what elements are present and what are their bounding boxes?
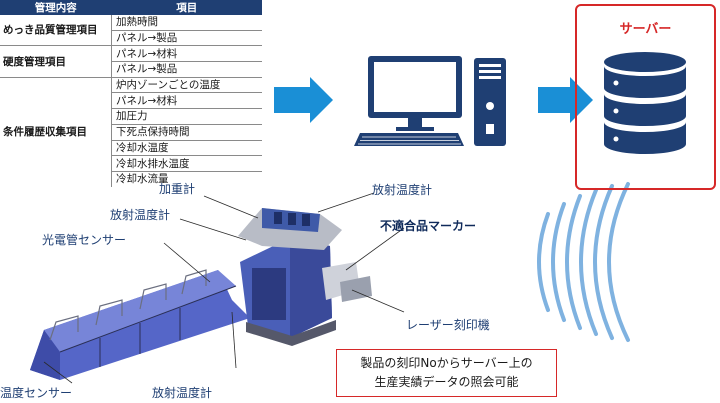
database-icon: [604, 52, 686, 154]
table-cell: 冷却水排水温度: [111, 155, 262, 172]
table-cell: パネル→材料: [111, 92, 262, 110]
server-title: サーバー: [619, 22, 672, 37]
table-cell: パネル→材料: [111, 45, 262, 63]
table-cell: 下死点保持時間: [111, 124, 262, 141]
header-category: 管理内容: [0, 0, 112, 15]
arrow-right-icon: [538, 77, 593, 123]
table-row: パネル→材料: [0, 92, 262, 110]
leader-line: [43, 361, 73, 384]
label-radiation-thermometer-right: 放射温度計: [372, 183, 433, 197]
label-photoelectric-sensor: 光電管センサー: [42, 233, 127, 247]
label-load-meter: 加重計: [159, 182, 196, 196]
leader-line: [317, 192, 375, 213]
table-row: 冷却水流量: [0, 171, 262, 186]
table-header-row: 管理内容 項目: [0, 0, 262, 15]
arrow-right-icon: [274, 77, 333, 123]
leader-line: [231, 311, 237, 369]
leader-line: [203, 195, 259, 219]
table-row: 冷却水排水温度: [0, 155, 262, 172]
table-row: 加圧力: [0, 108, 262, 125]
group-hardness: 硬度管理項目: [0, 45, 112, 78]
table-cell: 加熱時間: [111, 15, 262, 31]
leader-line: [345, 227, 405, 271]
wireless-signal-icon: [537, 182, 630, 342]
note-box: 製品の刻印Noからサーバー上の 生産実績データの照会可能: [336, 349, 557, 397]
label-radiation-thermometer-left: 放射温度計: [110, 208, 171, 222]
leader-line: [351, 289, 405, 313]
label-laser-marker: レーザー刻印機: [406, 318, 490, 332]
label-defect-marker: 不適合品マーカー: [380, 219, 477, 233]
note-line-2: 生産実績データの照会可能: [374, 375, 519, 389]
computer-icon: [354, 56, 506, 146]
table-row: パネル→製品: [0, 61, 262, 78]
leader-line: [163, 242, 211, 283]
label-radiation-thermometer-bottom: 放射温度計: [152, 386, 213, 400]
table-row: めっき品質管理項目 加熱時間: [0, 15, 262, 47]
note-line-1: 製品の刻印Noからサーバー上の: [360, 356, 533, 370]
table-row: 下死点保持時間: [0, 124, 262, 141]
group-plating-quality: めっき品質管理項目: [0, 15, 112, 47]
label-temperature-sensor: 温度センサー: [0, 386, 73, 400]
table-row: パネル→製品: [0, 30, 262, 47]
header-item: 項目: [111, 0, 262, 15]
table-cell: 炉内ゾーンごとの温度: [111, 77, 262, 94]
group-condition-history: 条件履歴収集項目: [0, 77, 112, 187]
table-cell: 加圧力: [111, 108, 262, 125]
table-row: 硬度管理項目 パネル→材料: [0, 45, 262, 78]
table-cell: パネル→製品: [111, 61, 262, 78]
server-box: サーバー: [575, 4, 716, 190]
leader-line: [179, 218, 247, 241]
table-row: 冷却水温度: [0, 140, 262, 157]
management-table: 管理内容 項目 めっき品質管理項目 加熱時間 パネル→製品 硬度管理項目 パネル…: [0, 0, 262, 187]
table-row: 条件履歴収集項目 炉内ゾーンごとの温度: [0, 77, 262, 187]
table-cell: パネル→製品: [111, 30, 262, 47]
table-cell: 冷却水温度: [111, 140, 262, 157]
table-cell: 冷却水流量: [116, 173, 169, 186]
